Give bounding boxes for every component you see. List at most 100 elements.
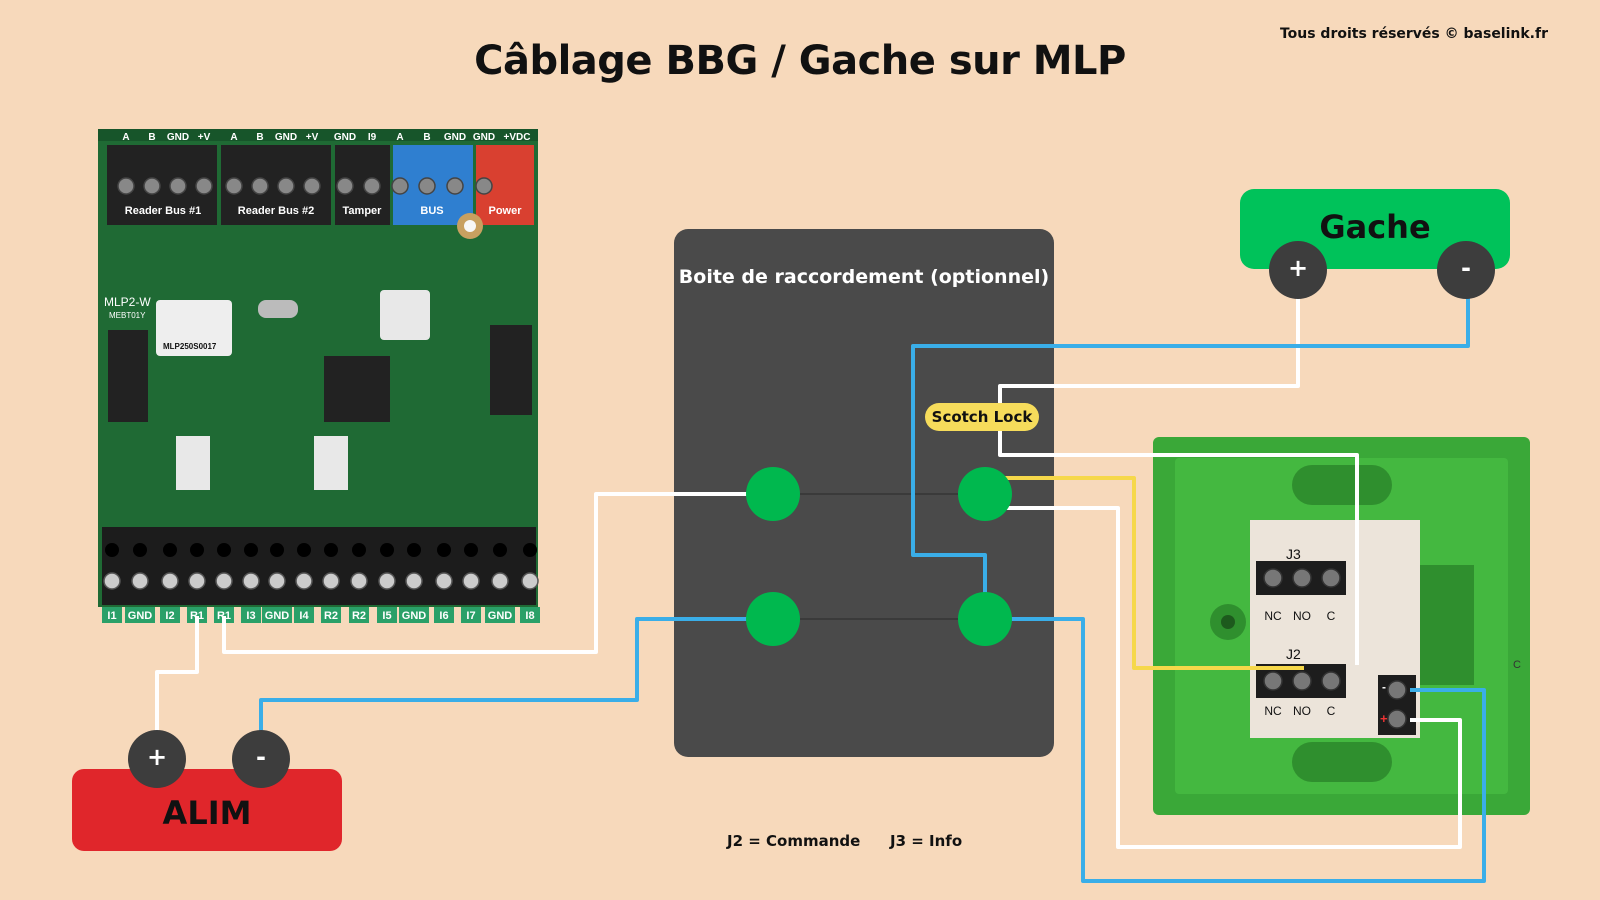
terminal-screw (336, 177, 354, 195)
wire-white-bbg-plus (985, 506, 1462, 849)
terminal-screw (242, 572, 260, 590)
bbg-terminal-screw (1321, 568, 1341, 588)
board-bottom-pin-label: R2 (324, 610, 338, 622)
gache-minus-label: - (1461, 254, 1471, 282)
bbg-power-screw (1387, 680, 1407, 700)
wire-yellow-j2 (985, 476, 1304, 670)
wire-r1-to-box (222, 492, 770, 654)
mlp-board (98, 129, 539, 607)
board-top-pin-label: B (148, 132, 155, 143)
board-group-label: Power (488, 205, 522, 217)
board-top-pin-label: +VDC (504, 132, 531, 143)
scotch-lock-tag: Scotch Lock (925, 403, 1039, 431)
board-bottom-pin-bg (294, 607, 314, 623)
terminal-hole (324, 543, 338, 557)
terminal-screw (322, 572, 340, 590)
board-bottom-pin-bg (321, 607, 341, 623)
terminal-hole (407, 543, 421, 557)
junction-box-title: Boite de raccordement (optionnel) (678, 266, 1050, 288)
bbg-pin-label: NC (1264, 704, 1282, 718)
board-side-connector (490, 325, 532, 415)
bbg-side-mark: C (1513, 659, 1521, 671)
terminal-screw (405, 572, 423, 590)
board-top-pin-label: GND (334, 132, 356, 143)
bbg-power-minus-label: - (1382, 680, 1386, 694)
bbg-pin-label: NC (1264, 609, 1282, 623)
board-bottom-pin-label: I4 (299, 610, 309, 622)
j2-label: J2 (1286, 646, 1301, 662)
board-qr-label (156, 300, 232, 356)
terminal-hole (270, 543, 284, 557)
board-bottom-pin-bg (520, 607, 540, 623)
alim-label: ALIM (162, 794, 252, 832)
terminal-hole (437, 543, 451, 557)
board-relay-1 (176, 436, 210, 490)
legend-j2: J2 = Commande (727, 832, 861, 850)
board-top-pin-label: B (256, 132, 263, 143)
bbg-power-screw (1387, 709, 1407, 729)
bbg-device (1153, 437, 1530, 815)
terminal-hole (217, 543, 231, 557)
terminal-screw (295, 572, 313, 590)
alim-plus-terminal (128, 730, 186, 788)
terminal-screw (195, 177, 213, 195)
box-node-top-right (958, 467, 1012, 521)
terminal-screw (363, 177, 381, 195)
gache-plus-terminal (1269, 241, 1327, 299)
board-bottom-pin-label: I6 (439, 610, 448, 622)
board-mcu-chip (324, 356, 390, 422)
board-bottom-pin-label: I3 (246, 610, 255, 622)
terminal-screw (277, 177, 295, 195)
terminal-screw (143, 177, 161, 195)
board-bottom-pin-label: GND (265, 610, 290, 622)
terminal-screw (446, 177, 464, 195)
bbg-pin-label: NO (1293, 704, 1311, 718)
page-title: Câblage BBG / Gache sur MLP (474, 38, 1126, 84)
terminal-hole (297, 543, 311, 557)
board-submodel-label: MEBT01Y (109, 311, 146, 320)
board-bottom-pin-bg (160, 607, 180, 623)
board-serial-label: MLP250S0017 (163, 342, 217, 351)
terminal-screw (462, 572, 480, 590)
terminal-screw (169, 177, 187, 195)
board-bottom-pin-label: I8 (525, 610, 534, 622)
board-bottom-pin-bg (485, 607, 515, 623)
terminal-hole (190, 543, 204, 557)
board-top-pin-label: GND (444, 132, 466, 143)
bottom-terminal-block (102, 527, 536, 605)
alim-minus-label: - (256, 743, 266, 771)
terminal-hole (133, 543, 147, 557)
gache-minus-terminal (1437, 241, 1495, 299)
terminal-screw (215, 572, 233, 590)
board-relay-2 (314, 436, 348, 490)
box-node-bottom-left (746, 592, 800, 646)
board-bottom-pin-label: I1 (107, 610, 116, 622)
terminal-hole (464, 543, 478, 557)
terminal-screw (117, 177, 135, 195)
board-group-label: BUS (420, 205, 443, 217)
wire-alim-minus-to-box (259, 617, 770, 758)
terminal-hole (352, 543, 366, 557)
bbg-pin-label: C (1327, 609, 1336, 623)
terminal-screw (391, 177, 409, 195)
board-bottom-pin-bg (102, 607, 122, 623)
bbg-power-plus-label: + (1380, 711, 1388, 726)
box-node-bottom-right (958, 592, 1012, 646)
terminal-screw (350, 572, 368, 590)
alim-minus-terminal (232, 730, 290, 788)
board-crystal (258, 300, 298, 318)
terminal-hole (493, 543, 507, 557)
terminal-screw (491, 572, 509, 590)
legend-j3: J3 = Info (890, 832, 963, 850)
bbg-terminal-screw (1263, 568, 1283, 588)
board-group-label: Reader Bus #1 (125, 205, 201, 217)
wire-alim-plus-to-r1 (155, 616, 199, 758)
box-node-top-left (746, 467, 800, 521)
board-bottom-pin-label: I5 (382, 610, 391, 622)
board-bottom-pin-bg (349, 607, 369, 623)
board-bottom-pin-label: I7 (466, 610, 475, 622)
bbg-pin-label: C (1327, 704, 1336, 718)
terminal-screw (161, 572, 179, 590)
